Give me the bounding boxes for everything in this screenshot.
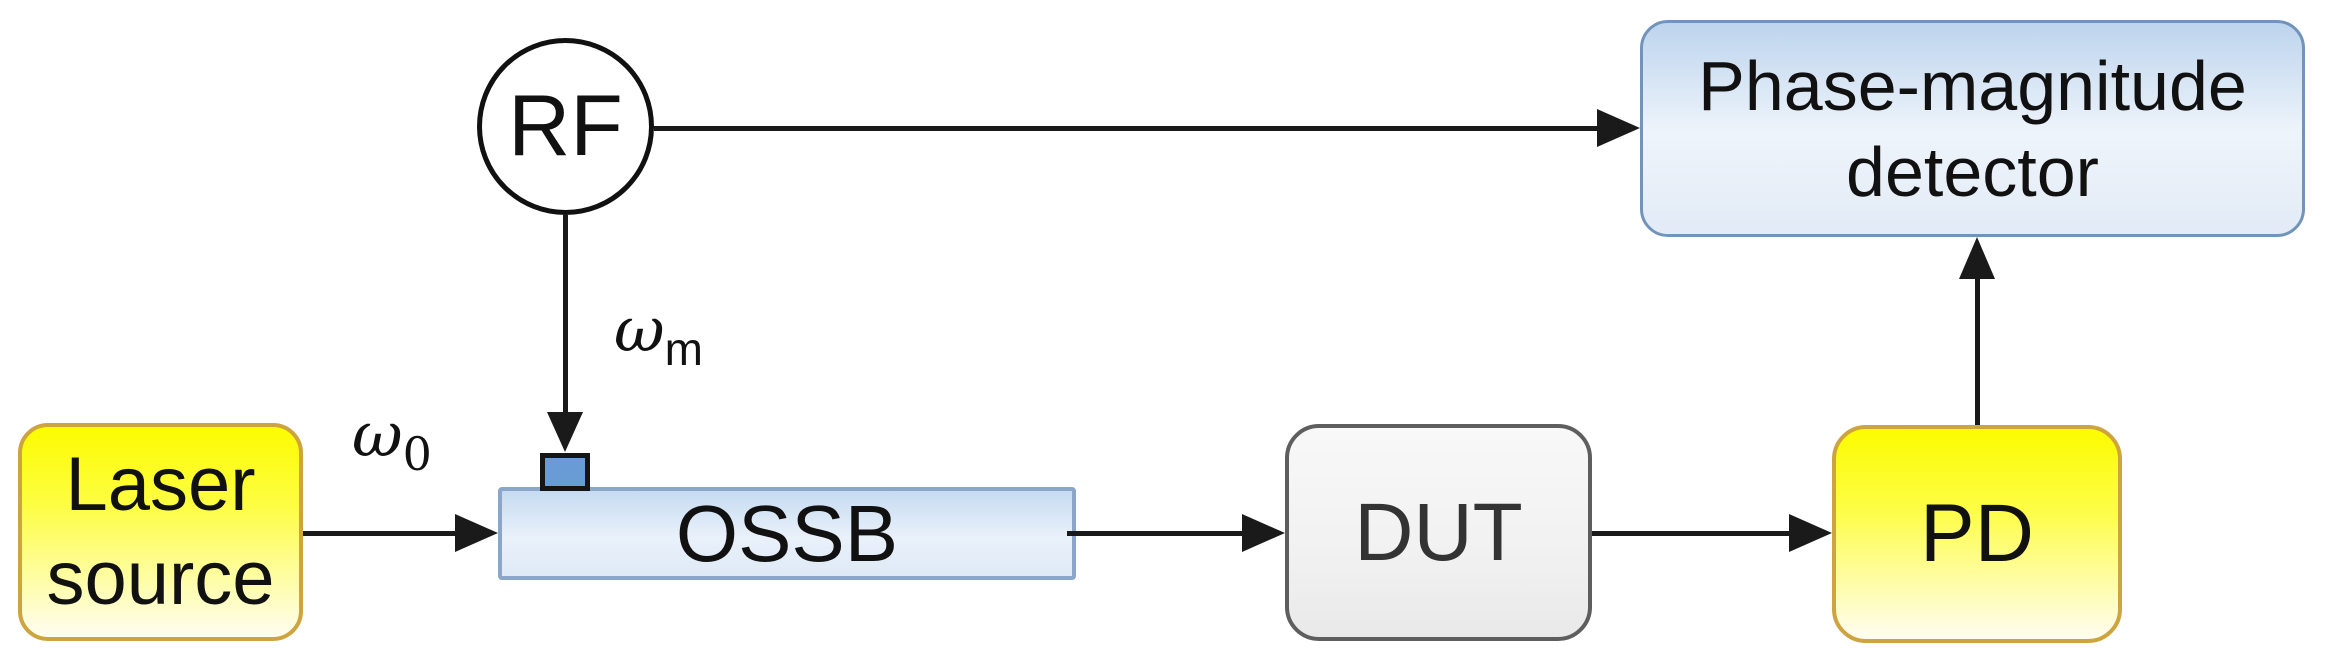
arrow-pd-to-detector-head [1959, 237, 1995, 279]
laser-source-label-line1: Laser [65, 442, 256, 527]
detector-label-line1: Phase-magnitude [1698, 46, 2247, 125]
ossb-modulator-box: OSSB [498, 487, 1076, 580]
dut-box: DUT [1285, 424, 1592, 641]
arrow-dut-to-pd-line [1592, 531, 1790, 536]
phase-magnitude-detector-box: Phase-magnitude detector [1640, 20, 2305, 237]
rf-label: RF [508, 78, 623, 174]
arrow-rf-to-detector-head [1597, 109, 1640, 147]
arrow-ossb-to-dut-line [1067, 531, 1243, 536]
arrow-ossb-to-dut-head [1242, 514, 1285, 552]
dut-label: DUT [1354, 486, 1523, 578]
arrow-rf-to-detector-line [654, 126, 1598, 131]
omega-0-signal-label: ω0 [352, 398, 432, 481]
arrow-pd-to-detector-line [1975, 278, 1980, 425]
pd-label: PD [1920, 488, 2034, 579]
pd-box: PD [1832, 425, 2122, 643]
rf-port-square [540, 453, 590, 491]
omega-m-base: ω [614, 293, 665, 366]
arrow-rf-to-ossb-head [547, 412, 583, 452]
omega-0-subscript: 0 [402, 427, 432, 481]
ossb-label: OSSB [675, 488, 899, 578]
arrow-laser-to-ossb-line [303, 531, 458, 536]
detector-label-line2: detector [1846, 132, 2099, 211]
omega-m-signal-label: ωm [614, 293, 703, 376]
arrow-rf-to-ossb-line [563, 215, 568, 412]
arrow-laser-to-ossb-head [455, 514, 498, 552]
laser-source-box: Laser source [18, 423, 303, 641]
omega-0-base: ω [352, 398, 403, 471]
omega-m-subscript: m [664, 323, 703, 375]
laser-source-label-line2: source [46, 536, 275, 621]
arrow-dut-to-pd-head [1789, 514, 1832, 552]
rf-source-circle: RF [477, 38, 654, 215]
